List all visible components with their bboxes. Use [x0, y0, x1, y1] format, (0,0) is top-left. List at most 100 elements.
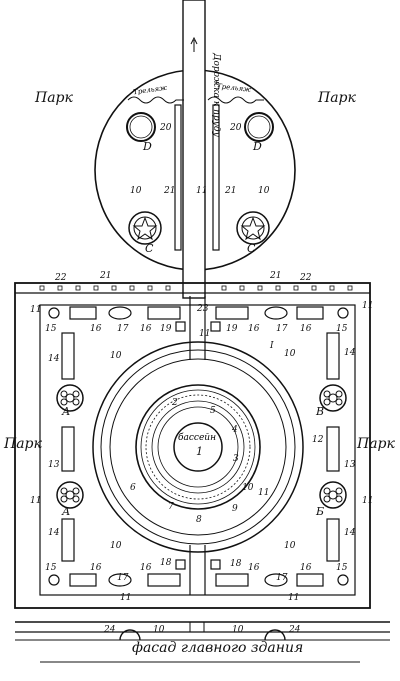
- svg-text:10: 10: [242, 483, 254, 493]
- park-label-top-right: Парк: [318, 90, 356, 106]
- path-to-pond: [182, 0, 206, 299]
- pool-outer: [135, 384, 261, 510]
- svg-text:11: 11: [362, 496, 373, 506]
- svg-text:15: 15: [45, 563, 57, 573]
- svg-text:11: 11: [30, 496, 41, 506]
- bed-row-bottom: [48, 559, 349, 587]
- svg-text:24: 24: [288, 625, 301, 635]
- outer-ring: [92, 341, 304, 553]
- pool: [173, 422, 223, 472]
- letter-a-top: А: [62, 405, 71, 418]
- svg-text:14: 14: [344, 528, 356, 538]
- letter-d-right: D: [253, 140, 262, 153]
- svg-text:11: 11: [199, 329, 210, 339]
- svg-text:13: 13: [48, 460, 60, 470]
- svg-text:14: 14: [48, 354, 60, 364]
- c-ornament-right: [236, 211, 270, 245]
- strip-21-right: [212, 104, 220, 251]
- bed-row-top: [48, 306, 349, 332]
- svg-text:3: 3: [233, 454, 239, 464]
- svg-text:16: 16: [300, 563, 312, 573]
- svg-text:17: 17: [117, 573, 129, 583]
- facade-arch-right: [264, 629, 286, 641]
- svg-text:15: 15: [45, 324, 57, 334]
- c-ornament-left: [128, 211, 162, 245]
- rosette-a-top: [56, 384, 84, 412]
- trellis-right: [207, 96, 264, 104]
- bed-14-tr: [326, 332, 340, 380]
- letter-c-right: С: [247, 242, 256, 255]
- svg-text:10: 10: [130, 186, 142, 196]
- svg-text:10: 10: [232, 625, 244, 635]
- svg-text:I: I: [269, 341, 274, 351]
- svg-text:21: 21: [269, 271, 281, 281]
- svg-text:7: 7: [168, 502, 174, 512]
- bed-13-l: [61, 426, 75, 472]
- pool-label: бассейн: [178, 433, 216, 443]
- svg-text:18: 18: [230, 559, 242, 569]
- svg-text:11: 11: [288, 593, 299, 603]
- letter-b: Б: [316, 505, 325, 518]
- svg-text:19: 19: [226, 324, 238, 334]
- park-label-left: Парк: [4, 436, 42, 452]
- svg-text:17: 17: [276, 324, 288, 334]
- bed-14-br: [326, 518, 340, 562]
- svg-text:10: 10: [110, 541, 122, 551]
- d-circle-right: [244, 112, 274, 142]
- svg-text:1: 1: [196, 445, 203, 458]
- rosette-b: [319, 481, 347, 509]
- svg-text:4: 4: [231, 425, 238, 435]
- svg-text:15: 15: [336, 563, 348, 573]
- svg-text:14: 14: [48, 528, 60, 538]
- svg-text:19: 19: [160, 324, 172, 334]
- svg-text:12: 12: [312, 435, 324, 445]
- svg-text:23: 23: [196, 304, 209, 314]
- svg-text:24: 24: [103, 625, 116, 635]
- svg-text:10: 10: [258, 186, 270, 196]
- fence-posts: [39, 285, 353, 291]
- svg-text:16: 16: [90, 563, 102, 573]
- svg-text:21: 21: [224, 186, 236, 196]
- svg-text:10: 10: [284, 349, 296, 359]
- svg-text:11: 11: [196, 186, 207, 196]
- svg-text:9: 9: [232, 504, 238, 514]
- svg-text:11: 11: [120, 593, 131, 603]
- svg-text:5: 5: [210, 406, 216, 416]
- rosette-v: [319, 384, 347, 412]
- letter-a-bottom: А: [62, 505, 71, 518]
- n20a: 20: [159, 123, 172, 133]
- svg-text:11: 11: [258, 488, 269, 498]
- rosette-a-bottom: [56, 481, 84, 509]
- svg-text:11: 11: [30, 305, 41, 315]
- letter-d-left: D: [143, 140, 152, 153]
- d-circle-left: [126, 112, 156, 142]
- svg-text:22: 22: [299, 273, 312, 283]
- svg-text:16: 16: [248, 563, 260, 573]
- svg-text:22: 22: [54, 273, 67, 283]
- svg-text:16: 16: [90, 324, 102, 334]
- svg-text:6: 6: [130, 483, 136, 493]
- n20b: 20: [229, 123, 242, 133]
- svg-text:17: 17: [117, 324, 129, 334]
- svg-text:8: 8: [196, 515, 202, 525]
- bed-14-bl: [61, 518, 75, 562]
- main-garden-outer: [14, 282, 371, 609]
- svg-text:16: 16: [248, 324, 260, 334]
- svg-text:16: 16: [140, 324, 152, 334]
- svg-text:13: 13: [344, 460, 356, 470]
- facade-label: фасад главного здания: [132, 640, 304, 656]
- bed-14-tl: [61, 332, 75, 380]
- svg-text:16: 16: [300, 324, 312, 334]
- svg-text:17: 17: [276, 573, 288, 583]
- letter-v: В: [316, 405, 325, 418]
- svg-text:10: 10: [284, 541, 296, 551]
- main-garden-inner: [39, 304, 356, 596]
- svg-text:21: 21: [99, 271, 111, 281]
- svg-text:11: 11: [362, 301, 373, 311]
- svg-text:14: 14: [344, 348, 356, 358]
- bed-13-r: [326, 426, 340, 472]
- svg-text:16: 16: [140, 563, 152, 573]
- facade-arch-left: [119, 629, 141, 641]
- strip-21-left: [174, 104, 182, 251]
